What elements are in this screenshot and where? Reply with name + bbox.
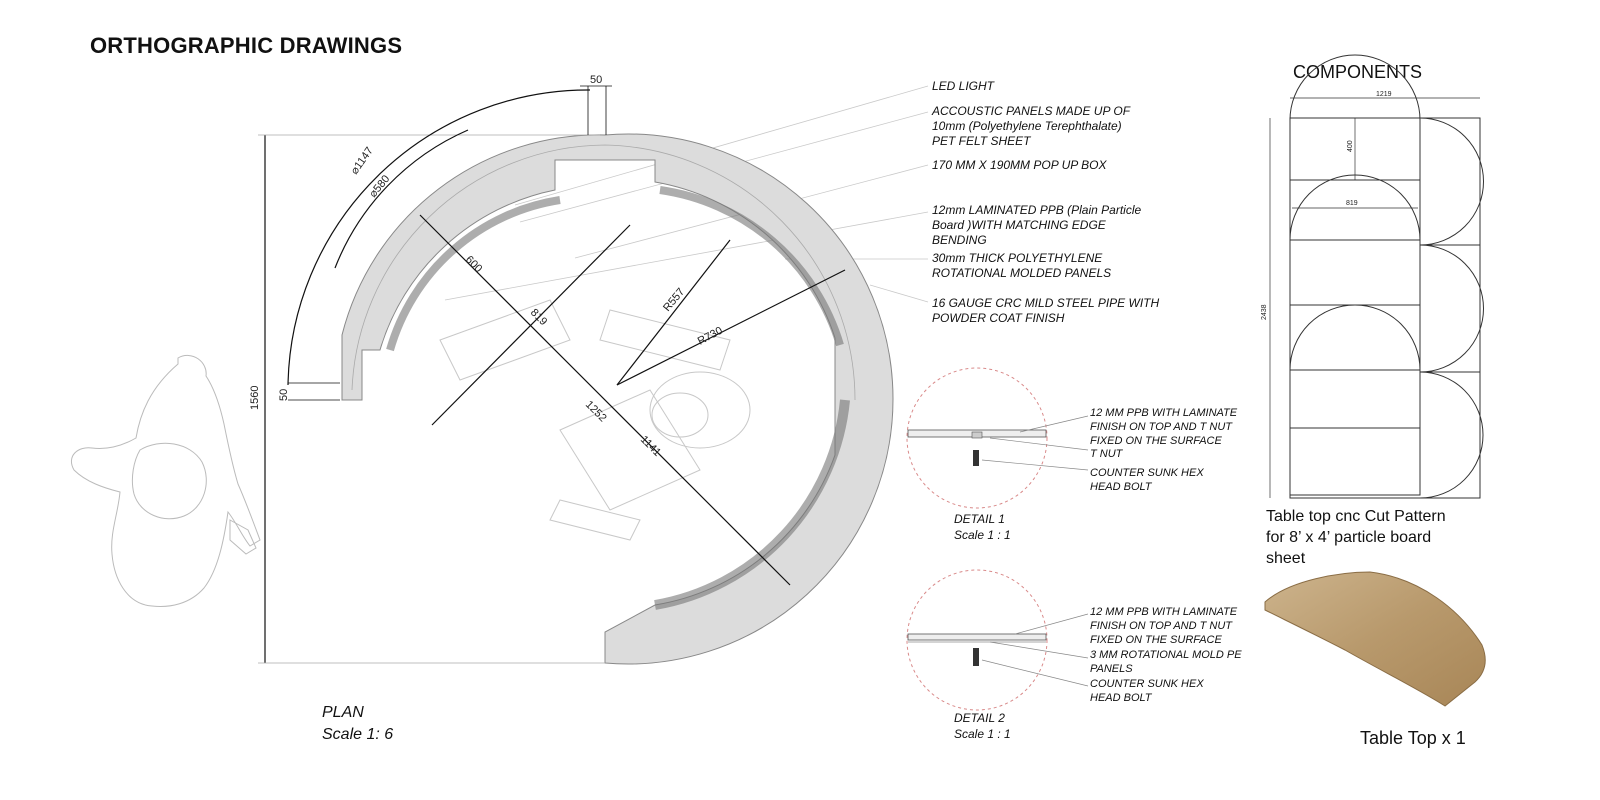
svg-text:819: 819 <box>1346 200 1358 207</box>
note-pop-up-box: 170 MM X 190MM POP UP BOX <box>932 158 1107 172</box>
svg-text:400: 400 <box>1347 140 1354 152</box>
cut-pattern-sheet <box>1269 54 1484 499</box>
svg-text:600: 600 <box>463 254 484 275</box>
svg-text:1252: 1252 <box>583 399 609 425</box>
human-figure <box>70 354 261 607</box>
detail-1-circle <box>906 367 1089 509</box>
svg-text:1219: 1219 <box>1376 91 1392 98</box>
components-title: COMPONENTS <box>1293 62 1423 82</box>
svg-text:⌀1147: ⌀1147 <box>349 145 376 177</box>
svg-text:1560: 1560 <box>249 386 261 410</box>
page-title: ORTHOGRAPHIC DRAWINGS <box>90 33 403 58</box>
pod-shell <box>341 133 894 665</box>
svg-text:⌀580: ⌀580 <box>367 173 392 200</box>
detail1-caption: DETAIL 1 Scale 1 : 1 <box>954 512 1011 542</box>
detail2-caption: DETAIL 2 Scale 1 : 1 <box>954 711 1011 741</box>
cut-pattern-caption: Table top cnc Cut Pattern for 8’ x 4’ pa… <box>1266 508 1446 567</box>
plan-caption: PLAN Scale 1: 6 <box>322 704 394 743</box>
table-top-label: Table Top x 1 <box>1360 728 1466 748</box>
table-top-image <box>1264 571 1486 707</box>
dim-left-gap: 50 <box>278 389 290 401</box>
detail1-note-tnut: T NUT <box>1090 448 1123 460</box>
svg-text:2438: 2438 <box>1261 304 1268 320</box>
note-led-light: LED LIGHT <box>932 79 995 93</box>
svg-text:50: 50 <box>590 74 602 86</box>
svg-text:R730: R730 <box>696 325 725 348</box>
detail-2-circle <box>906 569 1089 711</box>
